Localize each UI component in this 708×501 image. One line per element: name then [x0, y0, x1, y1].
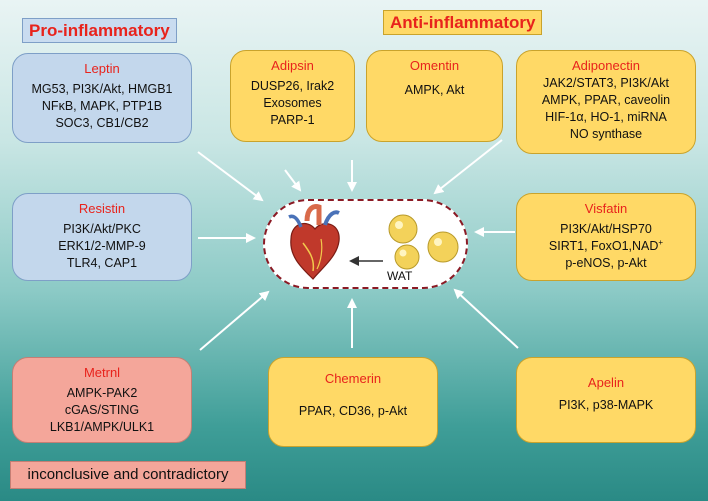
legend-note: inconclusive and contradictory: [10, 461, 246, 489]
chemerin-line: PPAR, CD36, p-Akt: [298, 404, 408, 418]
resistin-line: TLR4, CAP1: [66, 256, 138, 270]
resistin-title: Resistin: [78, 201, 126, 216]
apelin-box: Apelin PI3K, p38-MAPK: [516, 357, 696, 443]
adipsin-line: Exosomes: [263, 96, 322, 110]
adipsin-line: DUSP26, Irak2: [250, 79, 335, 93]
apelin-line: PI3K, p38-MAPK: [558, 398, 654, 412]
adipsin-line: PARP-1: [270, 113, 315, 127]
metrnl-title: Metrnl: [83, 365, 121, 380]
chemerin-title: Chemerin: [324, 371, 382, 386]
chemerin-box: Chemerin PPAR, CD36, p-Akt: [268, 357, 438, 447]
leptin-box: Leptin MG53, PI3K/Akt, HMGB1 NFκB, MAPK,…: [12, 53, 192, 143]
arrow-metrnl: [199, 290, 270, 351]
adiponectin-line: AMPK, PPAR, caveolin: [541, 93, 671, 107]
visfatin-line-text: SIRT1, FoxO1,NAD: [548, 239, 659, 253]
leptin-title: Leptin: [84, 61, 120, 76]
nad-superscript: +: [658, 237, 664, 247]
metrnl-line: LKB1/AMPK/ULK1: [49, 420, 155, 434]
resistin-box: Resistin PI3K/Akt/PKC ERK1/2-MMP-9 TLR4,…: [12, 193, 192, 281]
resistin-line: ERK1/2-MMP-9: [58, 239, 146, 253]
resistin-line: PI3K/Akt/PKC: [63, 222, 141, 236]
adiponectin-title: Adiponectin: [572, 58, 640, 73]
leptin-line: MG53, PI3K/Akt, HMGB1: [31, 82, 173, 96]
metrnl-box: Metrnl AMPK-PAK2 cGAS/STING LKB1/AMPK/UL…: [12, 357, 192, 443]
arrow-apelin: [453, 288, 519, 349]
visfatin-title: Visfatin: [584, 201, 628, 216]
visfatin-box: Visfatin PI3K/Akt/HSP70 SIRT1, FoxO1,NAD…: [516, 193, 696, 281]
adipocyte-icon: [388, 214, 459, 270]
center-illustration: [288, 204, 459, 280]
anti-inflammatory-header: Anti-inflammatory: [383, 10, 543, 35]
arrow-adipsin: [284, 169, 302, 192]
leptin-line: SOC3, CB1/CB2: [55, 116, 149, 130]
adiponectin-line: JAK2/STAT3, PI3K/Akt: [543, 76, 669, 90]
omentin-title: Omentin: [409, 58, 460, 73]
pro-inflammatory-header: Pro-inflammatory: [22, 18, 177, 43]
metrnl-line: AMPK-PAK2: [66, 386, 138, 400]
leptin-line: NFκB, MAPK, PTP1B: [41, 99, 163, 113]
omentin-line: AMPK, Akt: [404, 83, 465, 97]
visfatin-line: p-eNOS, p-Akt: [565, 256, 647, 270]
visfatin-line-nad: SIRT1, FoxO1,NAD+: [517, 238, 695, 255]
adipsin-box: Adipsin DUSP26, Irak2 Exosomes PARP-1: [230, 50, 355, 142]
adiponectin-line: HIF-1α, HO-1, miRNA: [545, 110, 667, 124]
apelin-title: Apelin: [587, 375, 625, 390]
adiponectin-box: Adiponectin JAK2/STAT3, PI3K/Akt AMPK, P…: [516, 50, 696, 154]
adiponectin-line: NO synthase: [569, 127, 643, 141]
arrow-leptin: [197, 151, 264, 202]
metrnl-line: cGAS/STING: [64, 403, 140, 417]
adipsin-title: Adipsin: [271, 58, 314, 73]
wat-label: WAT: [387, 269, 413, 283]
heart-icon: [288, 204, 340, 280]
arrow-adiponectin: [433, 139, 503, 195]
omentin-box: Omentin AMPK, Akt: [366, 50, 503, 142]
visfatin-line: PI3K/Akt/HSP70: [560, 222, 652, 236]
